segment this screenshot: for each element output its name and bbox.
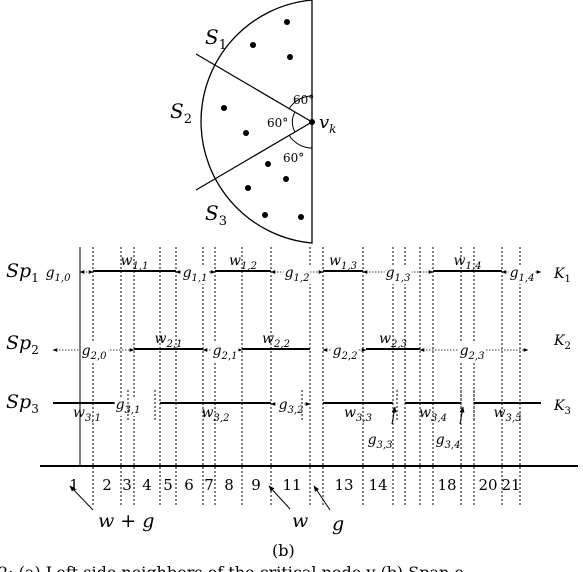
dot xyxy=(298,214,304,220)
k-label-3: K3 xyxy=(553,398,571,417)
slot-label: 8 xyxy=(224,476,234,494)
dot xyxy=(262,212,268,218)
gap-label: g3,3 xyxy=(368,432,393,451)
sector-label-s1: S1 xyxy=(205,25,227,53)
dot xyxy=(250,42,256,48)
window-label: w3,5 xyxy=(494,405,522,424)
window-label: w2,3 xyxy=(379,331,407,350)
window-label: w2,1 xyxy=(155,331,183,350)
row-label-sp2: Sp2 xyxy=(6,332,39,357)
k-label-2: K2 xyxy=(553,333,571,352)
gap-label-bg xyxy=(384,265,412,284)
angle-arc-upper xyxy=(288,95,313,110)
window-label: w1,4 xyxy=(454,253,482,272)
angle-label-lower: 60° xyxy=(283,151,304,165)
gap-pointer xyxy=(391,406,397,425)
annotation-arrow-g xyxy=(313,485,331,511)
gap-label-bg xyxy=(211,343,239,362)
slot-label: 7 xyxy=(204,476,214,494)
sector-divider-lower xyxy=(195,121,313,191)
sector-label-s3: S3 xyxy=(205,201,227,229)
sector-label-s2: S2 xyxy=(170,99,192,127)
dot xyxy=(243,130,249,136)
dot xyxy=(283,176,289,182)
dot xyxy=(221,105,227,111)
slot-label: 2 xyxy=(102,476,112,494)
slot-label: 11 xyxy=(282,476,301,494)
slot-label: 5 xyxy=(163,476,173,494)
window-label: w3,3 xyxy=(344,405,372,424)
row-label-sp1: Sp1 xyxy=(6,260,39,285)
gap-label-bg xyxy=(277,397,305,416)
annotation-w-plus-g: w + g xyxy=(98,510,154,532)
sector-diagram: S1 S2 S3 60° 60° 60° vk xyxy=(170,0,336,244)
window-label: w1,3 xyxy=(329,253,357,272)
slot-label: 3 xyxy=(122,476,132,494)
angle-arc-middle xyxy=(291,111,296,133)
annotation-w: w xyxy=(292,510,308,532)
sensor-dots xyxy=(221,19,304,220)
half-disk-outline xyxy=(200,0,313,244)
angle-label-upper: 60° xyxy=(293,93,314,107)
row-label-sp3: Sp3 xyxy=(6,391,39,416)
gap-label-bg xyxy=(331,343,359,362)
slot-label: 21 xyxy=(501,476,520,494)
dot xyxy=(265,161,271,167)
gap-label-bg xyxy=(44,265,73,284)
k-label-1: K1 xyxy=(553,266,571,285)
slot-label: 13 xyxy=(334,476,353,494)
gap-label-bg xyxy=(181,265,209,284)
dot xyxy=(287,54,293,60)
slot-label: 14 xyxy=(368,476,387,494)
gap-label-bg xyxy=(283,265,311,284)
gap-label-bg xyxy=(458,343,486,362)
slot-label: 18 xyxy=(437,476,456,494)
caption-fragment: 2: (a) Left side neighbors of the critic… xyxy=(0,563,464,572)
angle-arc-lower xyxy=(288,134,313,149)
window-label: w3,1 xyxy=(73,405,101,424)
annotation-arrow-w xyxy=(268,485,291,510)
window-label: w2,2 xyxy=(262,331,290,350)
node-label: vk xyxy=(319,112,336,136)
annotation-arrow-wg xyxy=(69,485,94,511)
slot-label: 1 xyxy=(69,476,79,494)
annotation-g: g xyxy=(332,513,344,535)
dot xyxy=(245,185,251,191)
gap-label: g3,4 xyxy=(436,432,461,451)
dot xyxy=(284,19,290,25)
gap-label-bg xyxy=(508,265,536,284)
boundary-lines xyxy=(92,247,521,505)
sector-divider-upper xyxy=(195,53,313,123)
slot-label: 6 xyxy=(184,476,194,494)
gap-label-bg xyxy=(80,343,109,362)
slot-label: 4 xyxy=(142,476,152,494)
window-label: w1,2 xyxy=(229,253,257,272)
slot-label: 20 xyxy=(478,476,497,494)
critical-node xyxy=(309,119,315,125)
slot-label: 9 xyxy=(251,476,261,494)
panel-label-b: (b) xyxy=(272,541,295,560)
angle-label-middle: 60° xyxy=(267,116,288,130)
